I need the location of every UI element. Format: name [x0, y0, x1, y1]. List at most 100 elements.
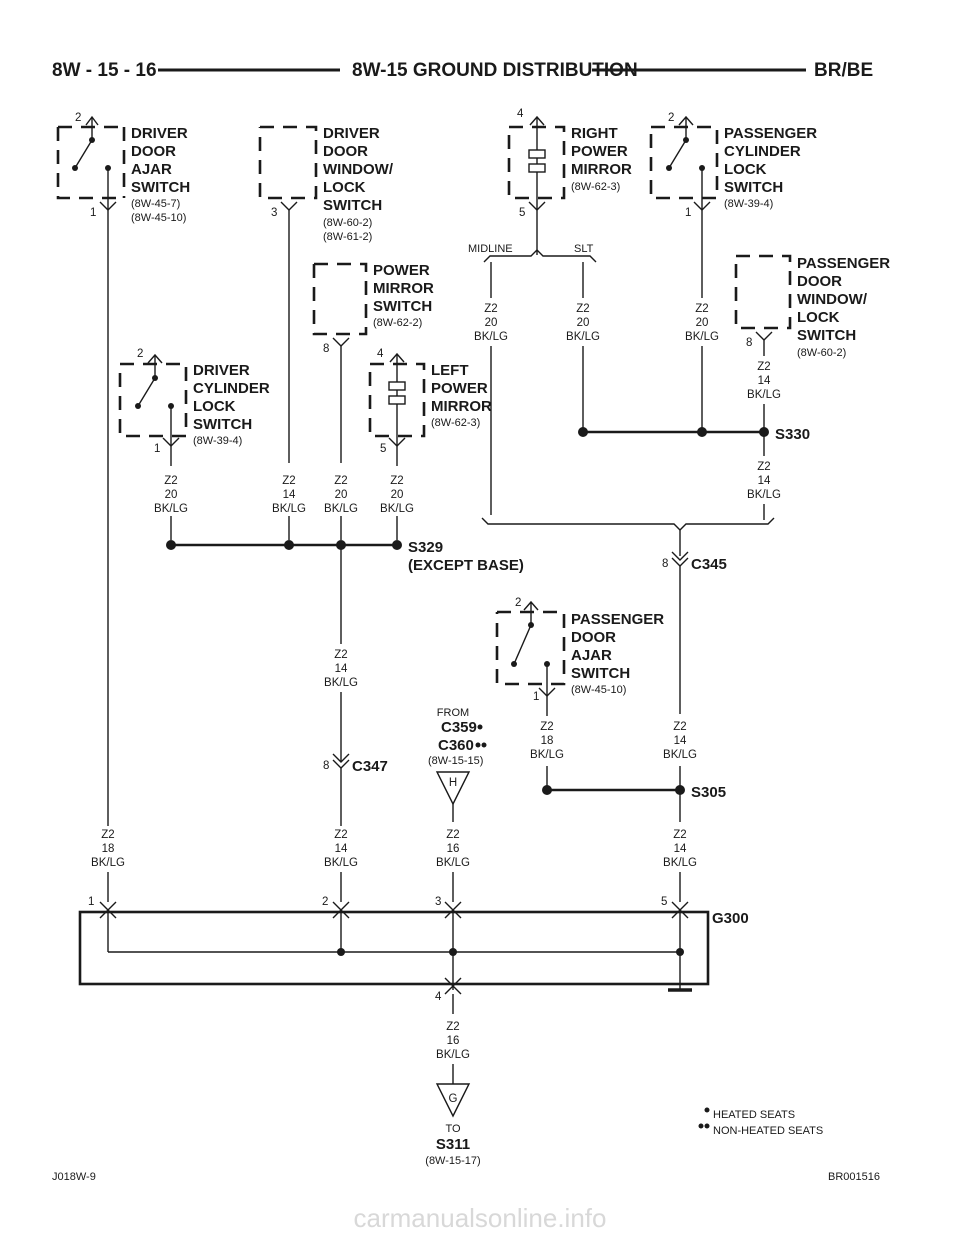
svg-text:BK/LG: BK/LG — [91, 857, 125, 869]
splice-s330: S330 — [578, 426, 810, 443]
svg-text:S330: S330 — [775, 426, 810, 443]
svg-text:(8W-60-2): (8W-60-2) — [323, 217, 372, 229]
svg-text:(8W-15-17): (8W-15-17) — [425, 1155, 480, 1167]
svg-text:Z2: Z2 — [334, 829, 347, 841]
svg-text:14: 14 — [335, 663, 348, 675]
svg-text:WINDOW/: WINDOW/ — [323, 161, 394, 178]
svg-text:BK/LG: BK/LG — [663, 749, 697, 761]
svg-text:(8W-45-10): (8W-45-10) — [571, 684, 626, 696]
switch-arm — [74, 139, 93, 169]
pin-label: 8 — [746, 337, 752, 349]
svg-text:14: 14 — [283, 489, 296, 501]
wire-label-g2: Z2 14 BK/LG — [324, 829, 358, 869]
pin-label: 1 — [90, 207, 96, 219]
svg-text:LOCK: LOCK — [323, 179, 366, 196]
pin-label: 5 — [661, 896, 667, 908]
pin-label: 8 — [323, 343, 329, 355]
svg-text:14: 14 — [674, 735, 687, 747]
wire-label-g4: Z2 16 BK/LG — [436, 1021, 470, 1061]
svg-text:(8W-62-3): (8W-62-3) — [431, 417, 480, 429]
svg-text:16: 16 — [447, 843, 460, 855]
svg-text:BK/LG: BK/LG — [685, 331, 719, 343]
svg-text:18: 18 — [541, 735, 554, 747]
right-power-mirror: 4 5 RIGHT POWER MIRROR (8W-62-3) — [507, 108, 632, 219]
svg-text:BK/LG: BK/LG — [436, 1049, 470, 1061]
svg-text:(8W-39-4): (8W-39-4) — [193, 435, 242, 447]
svg-text:LOCK: LOCK — [724, 161, 767, 178]
driver-cylinder-lock-switch: 2 1 DRIVER CYLINDER LOCK SWITCH (8W-39-4… — [118, 348, 270, 455]
svg-text:BK/LG: BK/LG — [474, 331, 508, 343]
svg-text:SWITCH: SWITCH — [571, 665, 630, 682]
svg-text:DOOR: DOOR — [571, 629, 616, 646]
wire-label-pdw: Z2 14 BK/LG — [747, 361, 781, 401]
svg-text:Z2: Z2 — [540, 721, 553, 733]
svg-text:Z2: Z2 — [164, 475, 177, 487]
wire-label-mid: Z2 20 BK/LG — [474, 303, 508, 343]
pin-label: 2 — [75, 112, 81, 124]
driver-door-ajar-switch: 2 1 DRIVER DOOR AJAR SWITCH (8W-45-7) (8… — [56, 112, 190, 224]
svg-text:Z2: Z2 — [673, 829, 686, 841]
non-heated-seats-marker — [475, 742, 481, 748]
svg-text:SWITCH: SWITCH — [131, 179, 190, 196]
svg-text:Z2: Z2 — [757, 461, 770, 473]
svg-text:H: H — [449, 777, 457, 789]
component-name: DRIVER DOOR WINDOW/ LOCK SWITCH (8W-60-2… — [323, 125, 394, 243]
svg-text:WINDOW/: WINDOW/ — [797, 291, 868, 308]
passenger-door-ajar-switch: 2 1 PASSENGER DOOR AJAR SWITCH (8W-45-10… — [495, 597, 664, 703]
svg-text:(8W-45-10): (8W-45-10) — [131, 212, 186, 224]
svg-text:SWITCH: SWITCH — [797, 327, 856, 344]
wire-label-lpm: Z2 20 BK/LG — [380, 475, 414, 515]
svg-text:(8W-62-3): (8W-62-3) — [571, 181, 620, 193]
svg-text:(8W-45-7): (8W-45-7) — [131, 198, 180, 210]
option-midline: MIDLINE — [468, 243, 513, 255]
off-page-triangle — [435, 771, 471, 806]
svg-text:18: 18 — [102, 843, 115, 855]
svg-text:BK/LG: BK/LG — [747, 389, 781, 401]
svg-text:DOOR: DOOR — [797, 273, 842, 290]
svg-text:20: 20 — [391, 489, 404, 501]
footer-right-code: BR001516 — [828, 1171, 880, 1183]
svg-text:DRIVER: DRIVER — [193, 362, 250, 379]
svg-text:BK/LG: BK/LG — [436, 857, 470, 869]
svg-text:C360: C360 — [438, 737, 474, 754]
svg-text:Z2: Z2 — [446, 1021, 459, 1033]
svg-text:C345: C345 — [691, 556, 727, 573]
svg-text:AJAR: AJAR — [131, 161, 172, 178]
passenger-cylinder-lock-switch: 2 1 PASSENGER CYLINDER LOCK SWITCH (8W-3… — [649, 112, 817, 219]
pin-label: 3 — [271, 207, 277, 219]
to-block: G TO S311 (8W-15-17) — [425, 1083, 481, 1167]
wire-label-slt: Z2 20 BK/LG — [566, 303, 600, 343]
wire-label-g3: Z2 16 BK/LG — [436, 829, 470, 869]
svg-text:BK/LG: BK/LG — [530, 749, 564, 761]
svg-text:AJAR: AJAR — [571, 647, 612, 664]
pin-label: 3 — [435, 896, 441, 908]
pin-label: 2 — [322, 896, 328, 908]
svg-text:C347: C347 — [352, 758, 388, 775]
svg-text:PASSENGER: PASSENGER — [571, 611, 664, 628]
component-name: PASSENGER DOOR AJAR SWITCH (8W-45-10) — [571, 611, 664, 696]
svg-text:S311: S311 — [436, 1136, 470, 1153]
svg-text:DRIVER: DRIVER — [323, 125, 380, 142]
svg-text:BK/LG: BK/LG — [324, 677, 358, 689]
off-page-triangle — [435, 1083, 471, 1118]
watermark: carmanualsonline.info — [353, 1203, 607, 1233]
pin-label: 2 — [137, 348, 143, 360]
wire-label-g5: Z2 14 BK/LG — [663, 829, 697, 869]
wire-label-dcl: Z2 20 BK/LG — [154, 475, 188, 515]
svg-text:20: 20 — [335, 489, 348, 501]
svg-text:Z2: Z2 — [446, 829, 459, 841]
wire-label-s329: Z2 14 BK/LG — [324, 649, 358, 689]
merge-bracket — [481, 517, 775, 531]
ground-g300: G300 1 2 3 5 4 — [78, 896, 749, 1003]
svg-text:DOOR: DOOR — [131, 143, 176, 160]
pin-label: 4 — [377, 348, 384, 360]
svg-text:Z2: Z2 — [757, 361, 770, 373]
svg-text:POWER: POWER — [373, 262, 430, 279]
svg-text:Z2: Z2 — [576, 303, 589, 315]
page-header: 8W - 15 - 16 8W-15 GROUND DISTRIBUTION B… — [52, 60, 873, 81]
svg-text:Z2: Z2 — [334, 475, 347, 487]
svg-text:POWER: POWER — [571, 143, 628, 160]
svg-text:BK/LG: BK/LG — [324, 503, 358, 515]
svg-text:S329: S329 — [408, 539, 443, 556]
driver-door-window-lock-switch: 3 DRIVER DOOR WINDOW/ LOCK SWITCH (8W-60… — [258, 125, 394, 243]
